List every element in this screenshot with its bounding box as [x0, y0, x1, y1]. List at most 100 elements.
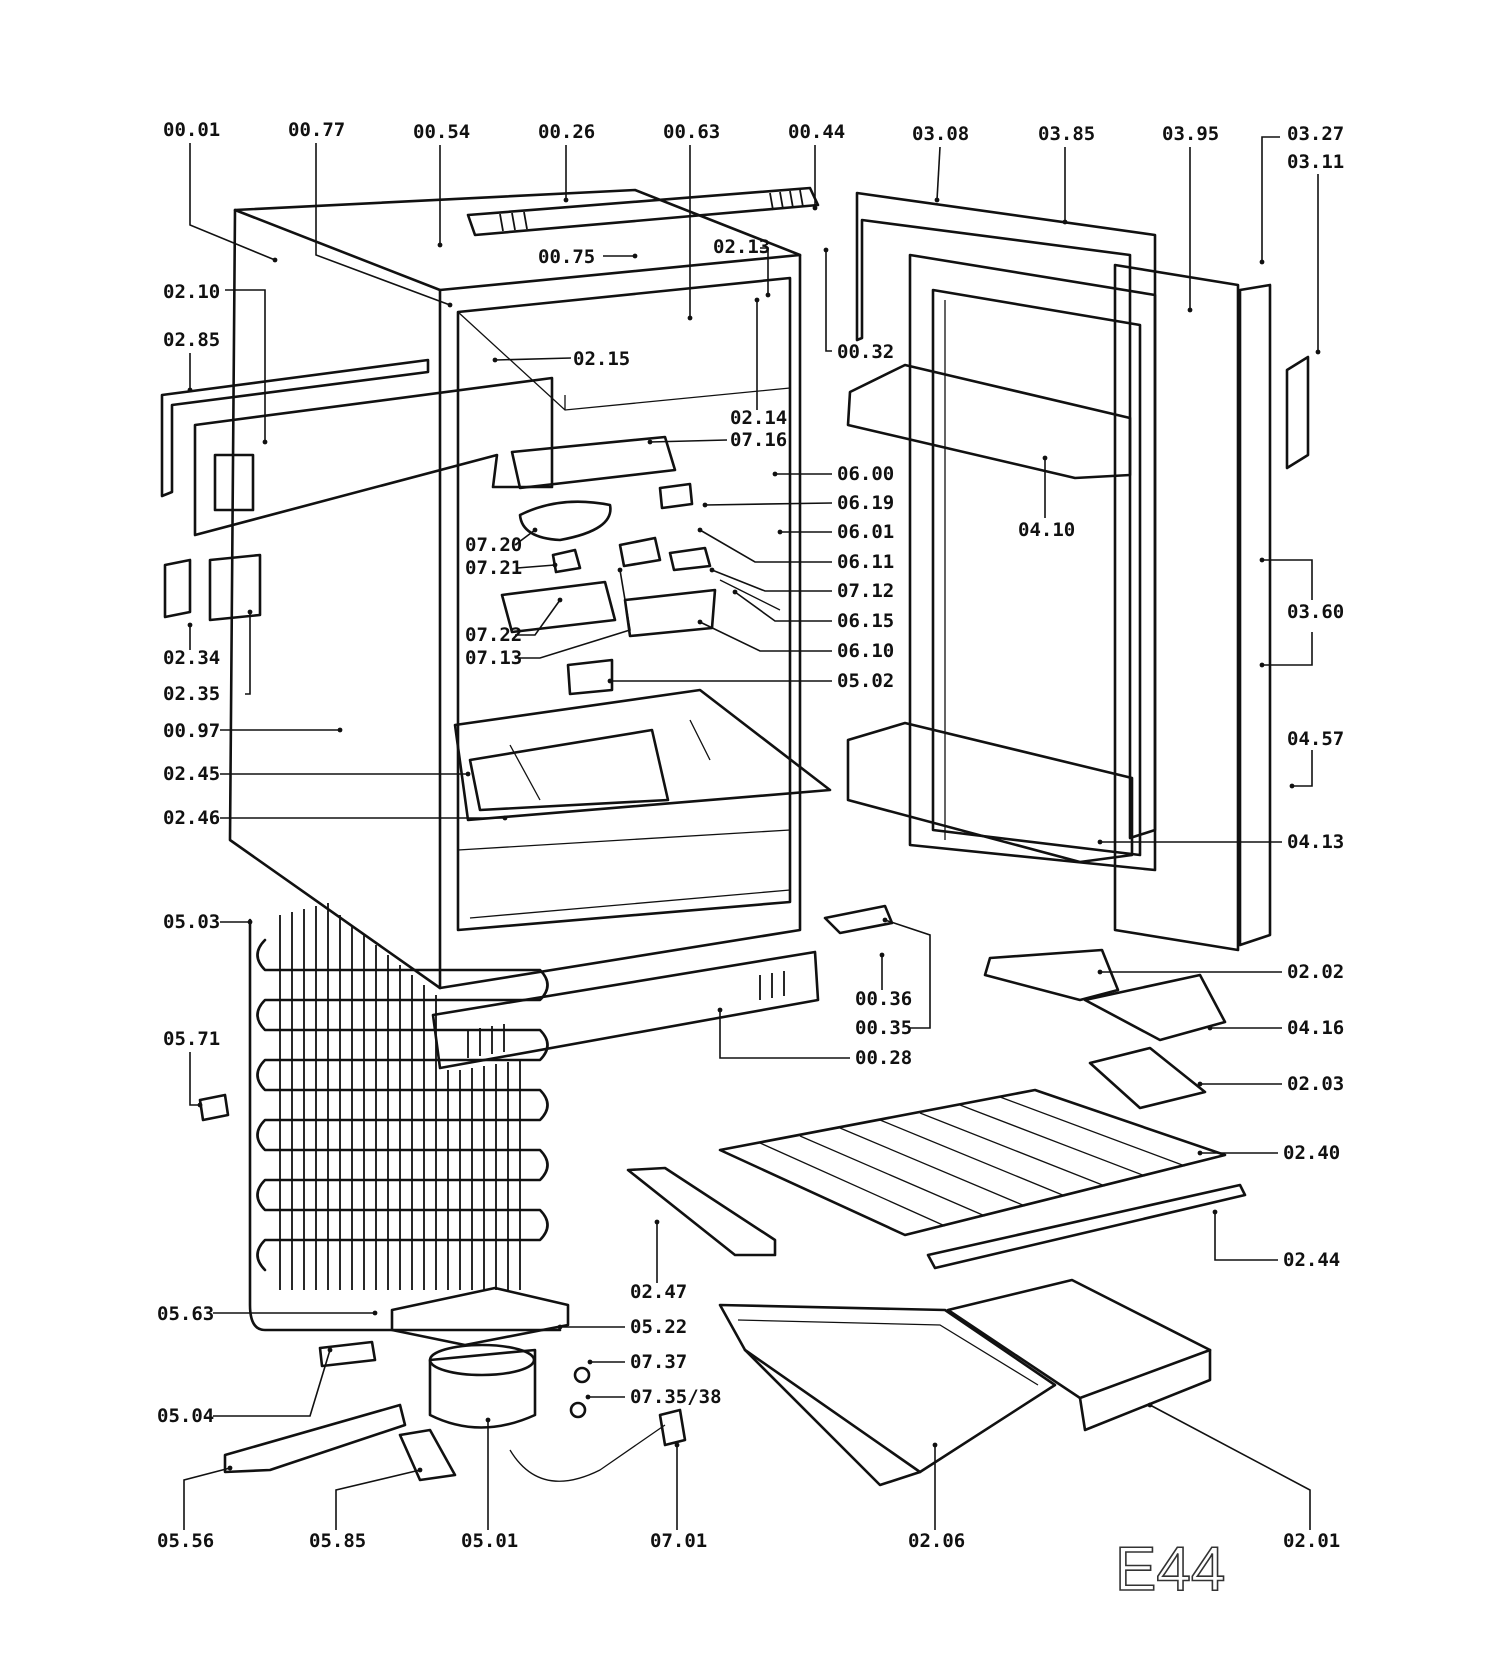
part-label-03-95: 03.95 [1162, 123, 1219, 145]
leader-dot-02-40 [1197, 1150, 1203, 1156]
left-trim-strip [160, 358, 430, 498]
part-label-06-19: 06.19 [837, 492, 894, 514]
leader-dot-02-10 [262, 439, 268, 445]
door-hinge-plate [1285, 355, 1310, 470]
bottom-trim-grille [431, 950, 820, 1070]
leader-dot-05-03 [247, 919, 253, 925]
part-label-04-13: 04.13 [1287, 831, 1344, 853]
leader-dot-05-85 [417, 1467, 423, 1473]
leader-dot-02-35 [247, 609, 253, 615]
part-label-02-35: 02.35 [163, 683, 220, 705]
part-label-00-44: 00.44 [788, 121, 845, 143]
leader-line-02-35 [245, 612, 251, 695]
part-label-00-28: 00.28 [855, 1047, 912, 1069]
leader-dot-05-22 [557, 1324, 563, 1330]
leader-dot-00-35 [882, 917, 888, 923]
leader-dot-00-28 [717, 1007, 723, 1013]
leader-dot-00-75 [632, 253, 638, 259]
door-lower-bin [846, 721, 1134, 864]
part-label-00-75: 00.75 [538, 246, 595, 268]
part-label-00-54: 00.54 [413, 121, 470, 143]
leader-dot-04-10 [1042, 455, 1048, 461]
leader-dot-07-22 [557, 597, 563, 603]
door-upper-bin [846, 363, 1132, 480]
leader-dot-00-63 [687, 315, 693, 321]
part-label-02-34: 02.34 [163, 647, 220, 669]
part-label-07-13: 07.13 [465, 647, 522, 669]
leader-dot-00-44 [812, 205, 818, 211]
leader-dot-06-01 [777, 529, 783, 535]
part-label-07-35-38: 07.35/38 [630, 1386, 722, 1408]
leader-line-02-01 [1149, 1404, 1311, 1530]
leader-dot-00-77 [447, 302, 453, 308]
leader-line-07-22 [515, 599, 561, 636]
part-label-02-03: 02.03 [1287, 1073, 1344, 1095]
part-label-00-36: 00.36 [855, 988, 912, 1010]
door-inner-panel [908, 253, 1157, 872]
leader-line-02-10 [225, 289, 266, 442]
vegetable-crisper-small [946, 1278, 1212, 1432]
part-label-02-02: 02.02 [1287, 961, 1344, 983]
part-label-02-85: 02.85 [163, 329, 220, 351]
leader-line-02-15 [494, 357, 572, 361]
part-label-06-11: 06.11 [837, 551, 894, 573]
leader-dot-03-08 [934, 197, 940, 203]
compressor-assembly [223, 1286, 687, 1482]
leader-dot-05-71 [197, 1102, 203, 1108]
leader-dot-06-10 [697, 619, 703, 625]
part-label-05-04: 05.04 [157, 1405, 214, 1427]
part-label-07-22: 07.22 [465, 624, 522, 646]
leader-dot-07-16 [647, 439, 653, 445]
leader-dot-06-19 [702, 502, 708, 508]
leader-dot-07-13 [617, 567, 623, 573]
leader-line-05-85 [335, 1469, 421, 1530]
part-label-07-12: 07.12 [837, 580, 894, 602]
part-label-06-10: 06.10 [837, 640, 894, 662]
leader-dot-07-20 [532, 527, 538, 533]
leader-line-03-60 [1262, 559, 1313, 600]
part-label-05-63: 05.63 [157, 1303, 214, 1325]
leader-dot-07-12 [709, 567, 715, 573]
part-label-02-15: 02.15 [573, 348, 630, 370]
wire-shelf [718, 1088, 1247, 1270]
leader-dot-07-35-38 [585, 1394, 591, 1400]
part-label-02-13: 02.13 [713, 236, 770, 258]
leader-line-07-21 [516, 564, 556, 569]
part-label-05-85: 05.85 [309, 1530, 366, 1552]
part-label-06-01: 06.01 [837, 521, 894, 543]
part-label-05-56: 05.56 [157, 1530, 214, 1552]
leader-line-03-60 [1262, 632, 1313, 666]
part-label-07-16: 07.16 [730, 429, 787, 451]
part-label-07-37: 07.37 [630, 1351, 687, 1373]
part-label-02-45: 02.45 [163, 763, 220, 785]
leader-line-05-71 [189, 1052, 200, 1106]
condenser-coil [248, 903, 562, 1332]
door-light-clip [823, 904, 894, 935]
leader-dot-05-63 [372, 1310, 378, 1316]
door-outer-panel [1113, 263, 1272, 952]
control-panel-cover [193, 376, 554, 537]
part-label-02-46: 02.46 [163, 807, 220, 829]
part-label-00-35: 00.35 [855, 1017, 912, 1039]
part-label-04-57: 04.57 [1287, 728, 1344, 750]
leader-dot-05-56 [227, 1465, 233, 1471]
leader-dot-03-11 [1315, 349, 1321, 355]
part-label-00-97: 00.97 [163, 720, 220, 742]
leader-line-00-01 [189, 143, 276, 261]
leader-line-02-44 [1214, 1212, 1278, 1261]
leader-dot-06-15 [732, 589, 738, 595]
leader-line-00-77 [315, 143, 451, 306]
part-label-02-40: 02.40 [1283, 1142, 1340, 1164]
leader-dot-00-32 [823, 247, 829, 253]
part-label-07-21: 07.21 [465, 557, 522, 579]
leader-dot-03-85 [1062, 219, 1068, 225]
leader-dot-07-01 [674, 1442, 680, 1448]
part-label-05-71: 05.71 [163, 1028, 220, 1050]
part-label-05-01: 05.01 [461, 1530, 518, 1552]
part-label-02-10: 02.10 [163, 281, 220, 303]
leader-dot-03-60 [1259, 662, 1265, 668]
thermostat-clip [198, 1093, 230, 1122]
leader-line-05-04 [213, 1349, 331, 1417]
part-label-05-22: 05.22 [630, 1316, 687, 1338]
